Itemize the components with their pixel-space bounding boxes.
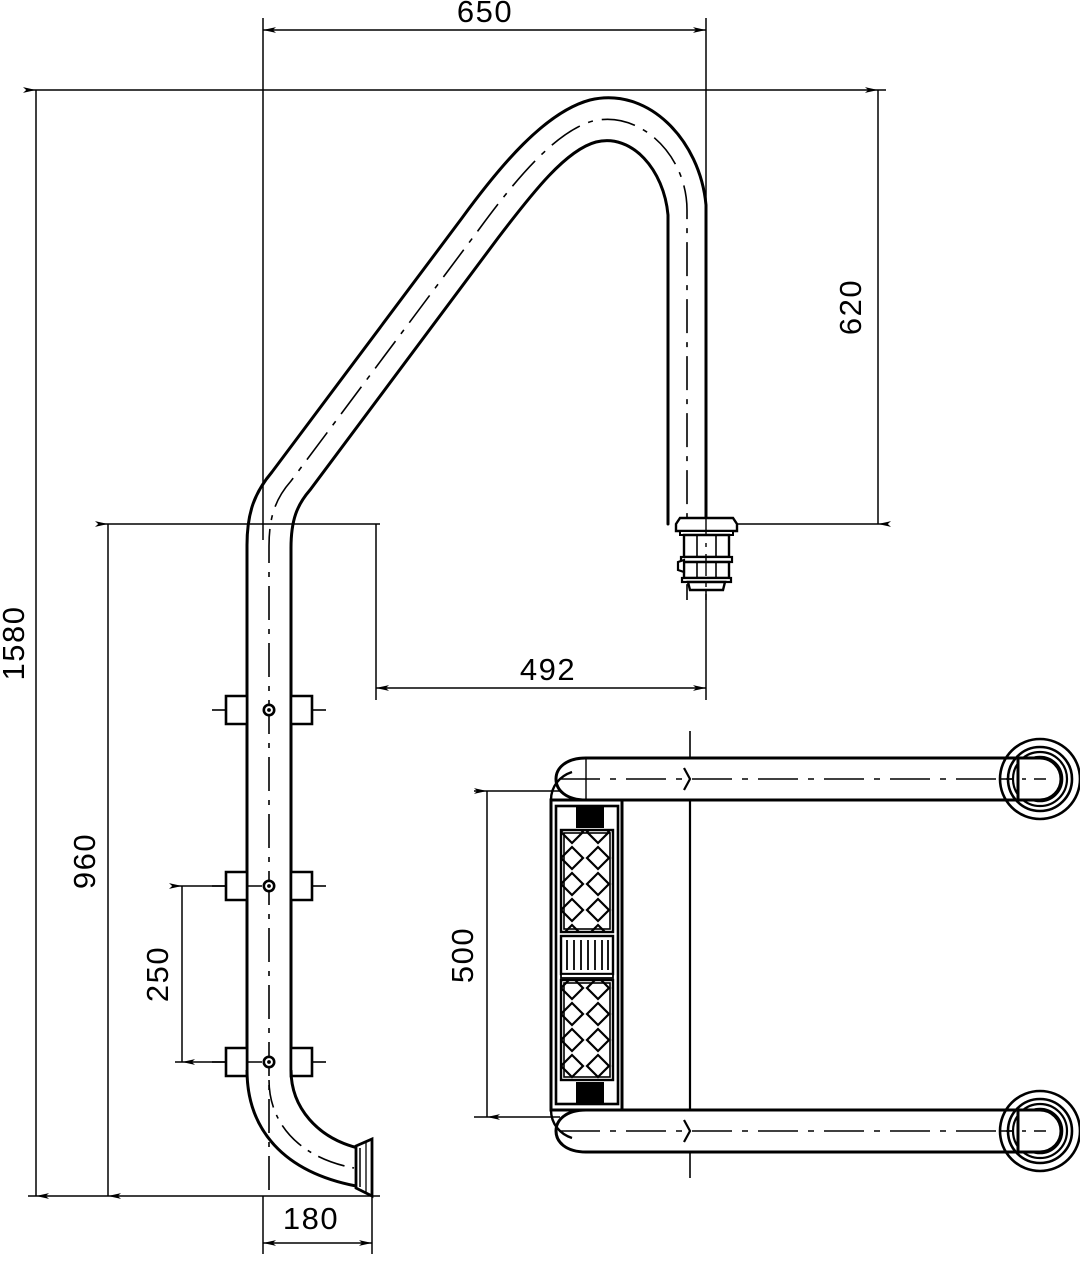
tread-mesh-panel	[559, 828, 615, 934]
dim-label-250: 250	[140, 946, 175, 1002]
rail-end-cap	[1000, 756, 1063, 1154]
plan-view	[474, 731, 1080, 1178]
tread-rib-panel	[559, 934, 615, 979]
handrail-centreline	[268, 118, 688, 1190]
dim-label-180: 180	[283, 1201, 339, 1236]
rung-bracket	[212, 694, 326, 726]
dimension-labels: 650 620 1580 960 250 492 180 500	[0, 0, 868, 1236]
handrail-tube	[245, 96, 708, 1072]
foot-cap	[354, 1136, 374, 1199]
tread-mesh-panel	[559, 978, 615, 1082]
dim-label-1580: 1580	[0, 606, 31, 681]
dim-label-960: 960	[67, 833, 102, 889]
rung-bracket	[212, 870, 326, 902]
handrail-tube	[554, 1108, 1040, 1154]
tread-end-block	[576, 806, 604, 828]
side-elevation-view	[23, 18, 891, 1254]
foot-bend	[245, 1069, 359, 1188]
plan-rail-edges	[620, 800, 692, 1110]
dim-label-492: 492	[520, 652, 576, 687]
step-tread	[554, 804, 620, 1106]
anchor-socket	[674, 514, 739, 600]
dim-label-620: 620	[833, 279, 868, 335]
tread-end-block	[576, 1082, 604, 1104]
dim-label-500: 500	[445, 927, 480, 983]
dim-label-650: 650	[457, 0, 513, 29]
handrail-tube	[554, 756, 1040, 802]
